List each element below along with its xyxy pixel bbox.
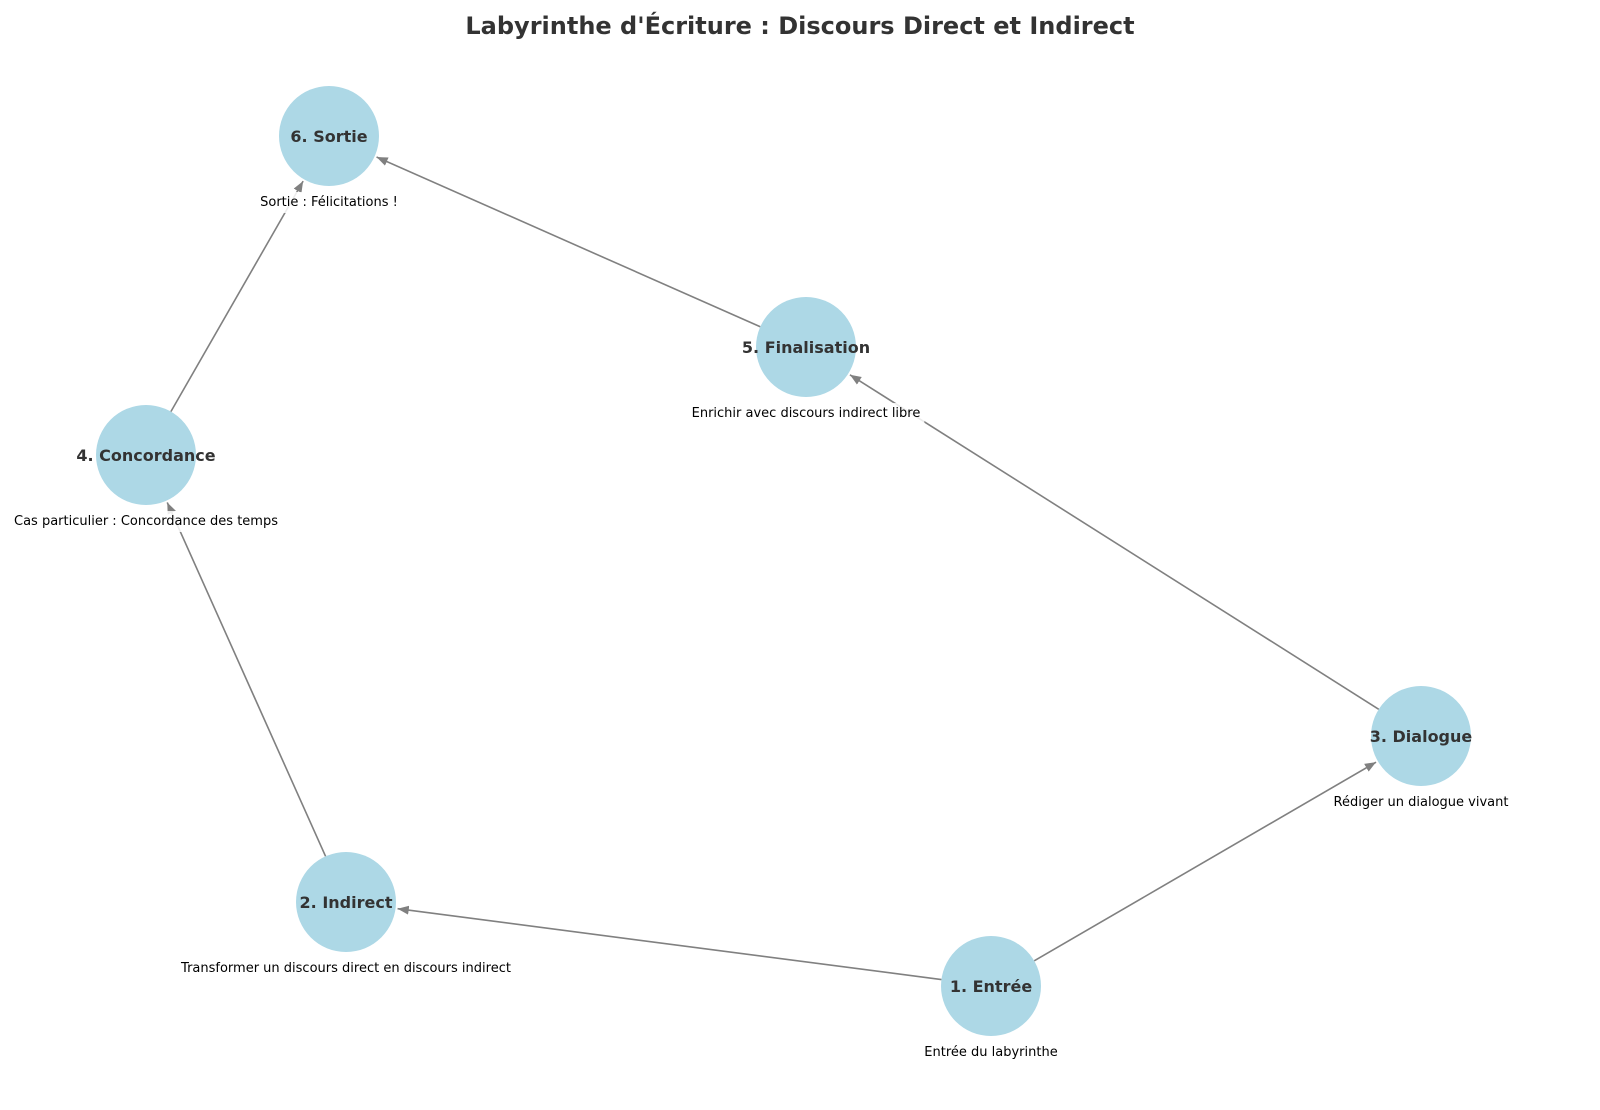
node-label: 1. Entrée	[950, 977, 1032, 996]
edge-1-to-3	[1033, 761, 1377, 962]
node-description: Rédiger un dialogue vivant	[1334, 795, 1509, 810]
edge-2-to-4	[166, 502, 327, 857]
node-label: 2. Indirect	[300, 893, 393, 912]
node-description: Cas particulier : Concordance des temps	[14, 514, 278, 529]
node-label: 4. Concordance	[76, 446, 215, 465]
node-circle	[1371, 686, 1471, 786]
node-circle	[756, 297, 856, 397]
node-circle	[96, 405, 196, 505]
node-circle	[941, 936, 1041, 1036]
node-label: 3. Dialogue	[1370, 727, 1473, 746]
node-description: Transformer un discours direct en discou…	[180, 961, 511, 976]
node-description: Sortie : Félicitations !	[260, 195, 398, 210]
edge-3-to-5	[849, 374, 1380, 710]
node-label: 5. Finalisation	[742, 338, 870, 357]
label-box	[10, 511, 283, 532]
label-box	[256, 192, 402, 213]
edge-5-to-6	[376, 156, 761, 328]
edge-1-to-2	[397, 905, 942, 981]
node-circle	[279, 86, 379, 186]
label-box	[687, 403, 925, 424]
node-description: Enrichir avec discours indirect libre	[692, 406, 921, 421]
node-description: Entrée du labyrinthe	[924, 1045, 1057, 1060]
edge-4-to-6	[170, 180, 304, 413]
label-box	[1329, 792, 1513, 813]
diagram-title: Labyrinthe d'Écriture : Discours Direct …	[465, 12, 1135, 40]
label-box	[920, 1042, 1062, 1063]
node-circle	[296, 852, 396, 952]
node-label: 6. Sortie	[290, 127, 367, 146]
label-box	[176, 958, 515, 979]
